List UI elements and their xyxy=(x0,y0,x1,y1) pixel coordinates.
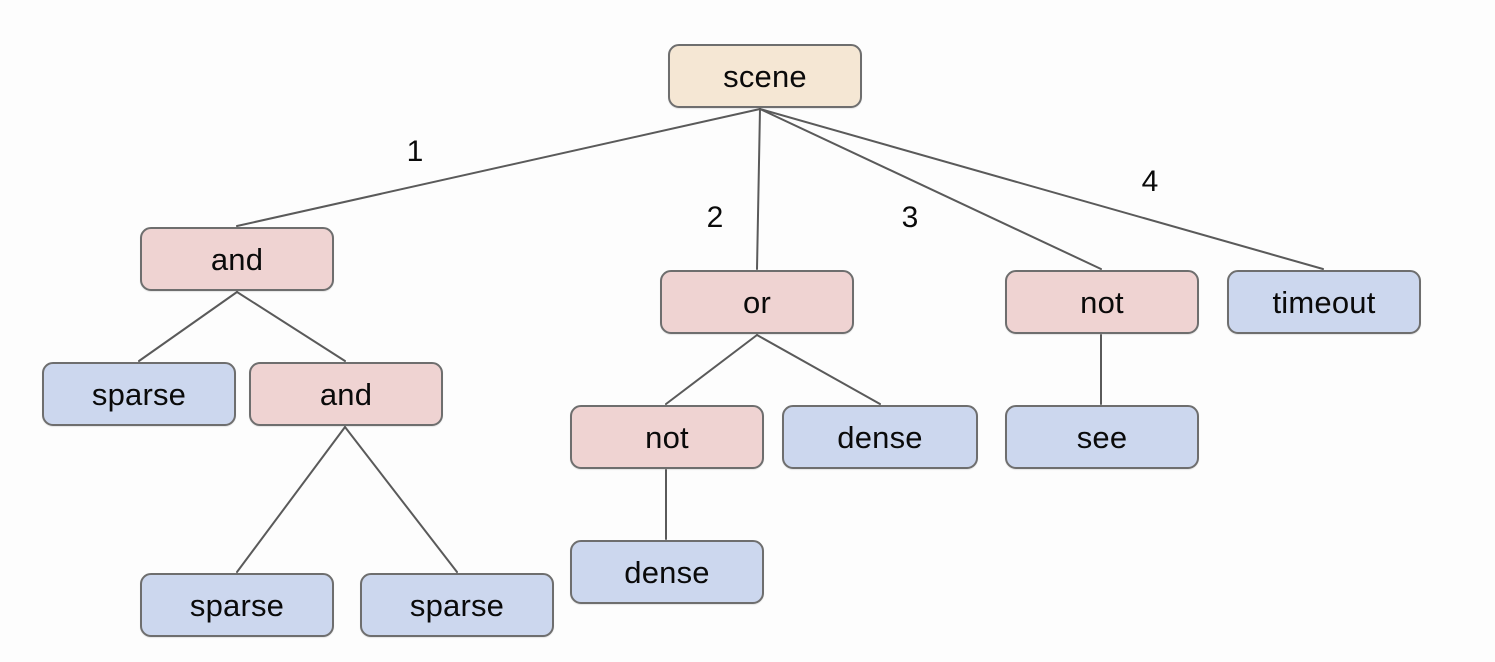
tree-edge-or1-to-dense1 xyxy=(756,334,881,405)
tree-node-scene[interactable]: scene xyxy=(668,44,862,108)
tree-node-sparse1[interactable]: sparse xyxy=(42,362,236,426)
edge-label-3: 3 xyxy=(901,201,919,234)
tree-edge-scene-to-or1 xyxy=(756,108,761,270)
tree-node-sparse2[interactable]: sparse xyxy=(140,573,334,637)
tree-edge-and2-to-sparse2 xyxy=(236,426,346,573)
tree-edge-scene-to-and1 xyxy=(236,108,761,227)
tree-node-and1[interactable]: and xyxy=(140,227,334,291)
edge-label-4: 4 xyxy=(1141,165,1159,198)
tree-edge-scene-to-timeout xyxy=(759,108,1324,270)
tree-node-dense1[interactable]: dense xyxy=(782,405,978,469)
tree-edge-and1-to-and2 xyxy=(236,291,346,362)
tree-node-timeout[interactable]: timeout xyxy=(1227,270,1421,334)
tree-node-not1[interactable]: not xyxy=(1005,270,1199,334)
tree-node-or1[interactable]: or xyxy=(660,270,854,334)
tree-node-not2[interactable]: not xyxy=(570,405,764,469)
tree-edge-or1-to-not2 xyxy=(665,334,758,405)
tree-edge-scene-to-not1 xyxy=(759,108,1102,270)
tree-edge-and1-to-sparse1 xyxy=(138,291,238,362)
tree-node-see[interactable]: see xyxy=(1005,405,1199,469)
edge-label-2: 2 xyxy=(706,201,724,234)
tree-edge-and2-to-sparse3 xyxy=(344,426,458,573)
tree-node-sparse3[interactable]: sparse xyxy=(360,573,554,637)
tree-node-and2[interactable]: and xyxy=(249,362,443,426)
edge-label-1: 1 xyxy=(406,135,424,168)
tree-node-dense2[interactable]: dense xyxy=(570,540,764,604)
